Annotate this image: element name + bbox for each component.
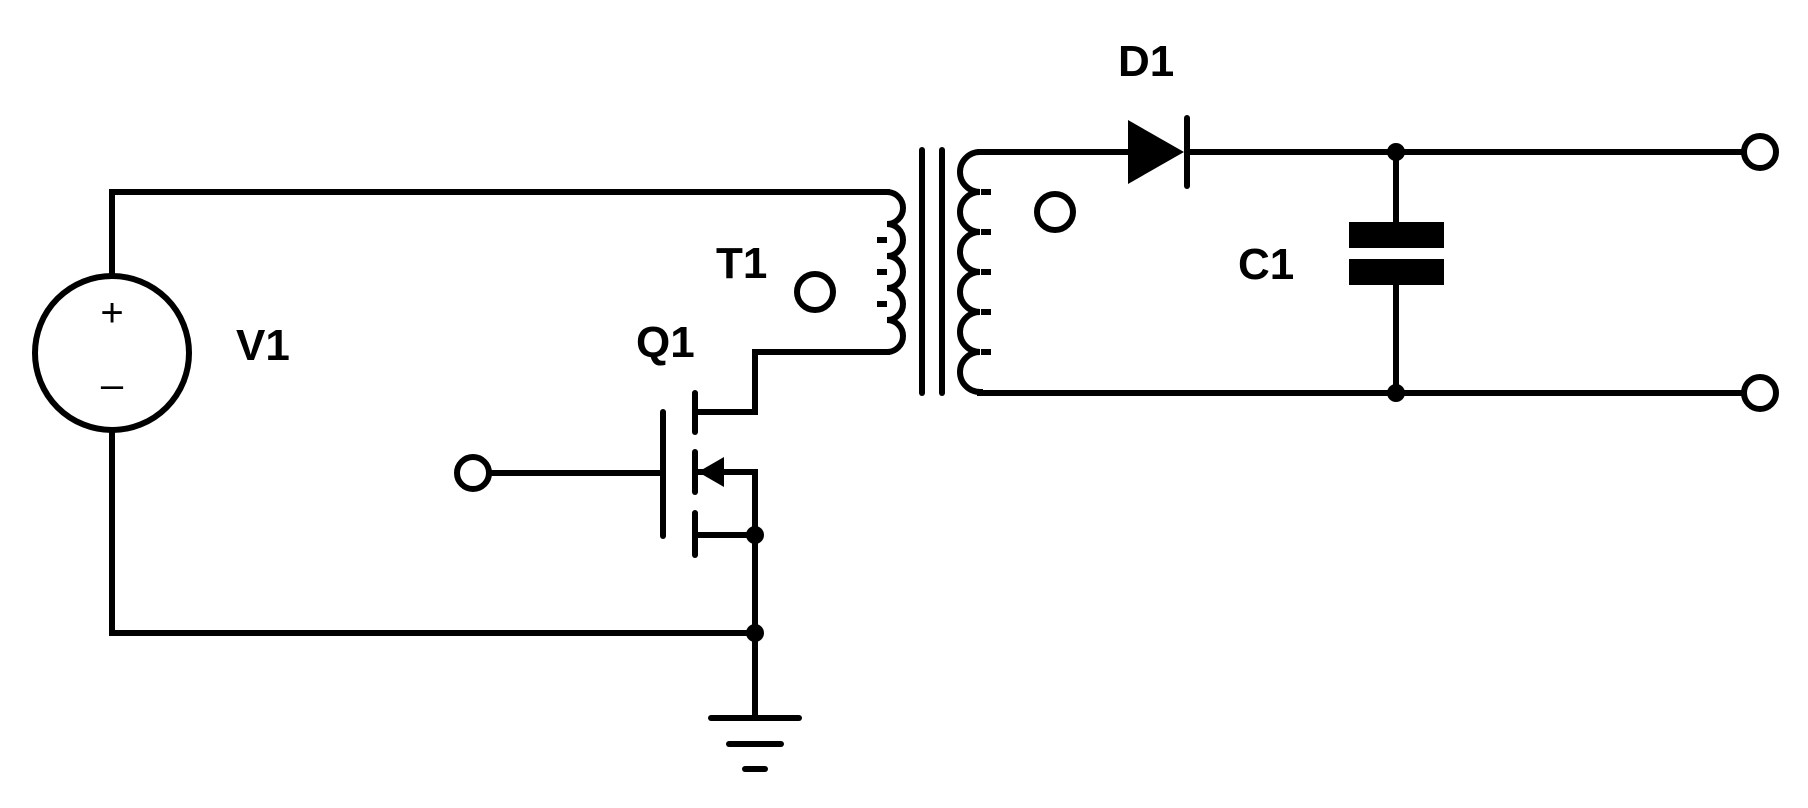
label-t1: T1 <box>716 239 767 288</box>
mosfet-body-arrow <box>698 457 724 487</box>
label-q1: Q1 <box>636 318 695 367</box>
junction-source-body <box>746 526 764 544</box>
wire-primary-to-drain <box>697 349 890 415</box>
capacitor-plate-top <box>1349 222 1444 248</box>
primary-winding-taps <box>877 237 887 307</box>
ground-icon <box>708 715 802 772</box>
primary-polarity-dot <box>794 271 836 313</box>
mosfet-q1 <box>660 390 758 558</box>
plus-sign: + <box>100 291 123 335</box>
secondary-winding-taps <box>981 189 991 355</box>
junction-ground-node <box>746 624 764 642</box>
voltage-source-v1: + – <box>32 273 192 433</box>
gate-input-terminal[interactable] <box>454 454 492 492</box>
minus-sign: – <box>101 363 124 407</box>
label-v1: V1 <box>236 321 290 370</box>
diode-anode-triangle <box>1128 120 1184 184</box>
label-d1: D1 <box>1118 37 1174 86</box>
mosfet-body-lead <box>697 469 758 538</box>
label-c1: C1 <box>1238 240 1294 289</box>
output-terminal-positive[interactable] <box>1741 133 1779 171</box>
capacitor-plate-bottom <box>1349 259 1444 285</box>
primary-winding <box>883 188 906 356</box>
wire-source-top <box>109 189 890 279</box>
diode-d1 <box>1128 115 1190 189</box>
secondary-polarity-dot <box>1034 191 1076 233</box>
secondary-winding <box>957 148 984 396</box>
wire-source-bottom <box>109 427 758 636</box>
output-terminal-negative[interactable] <box>1741 374 1779 412</box>
junction-output-negative <box>1387 384 1405 402</box>
